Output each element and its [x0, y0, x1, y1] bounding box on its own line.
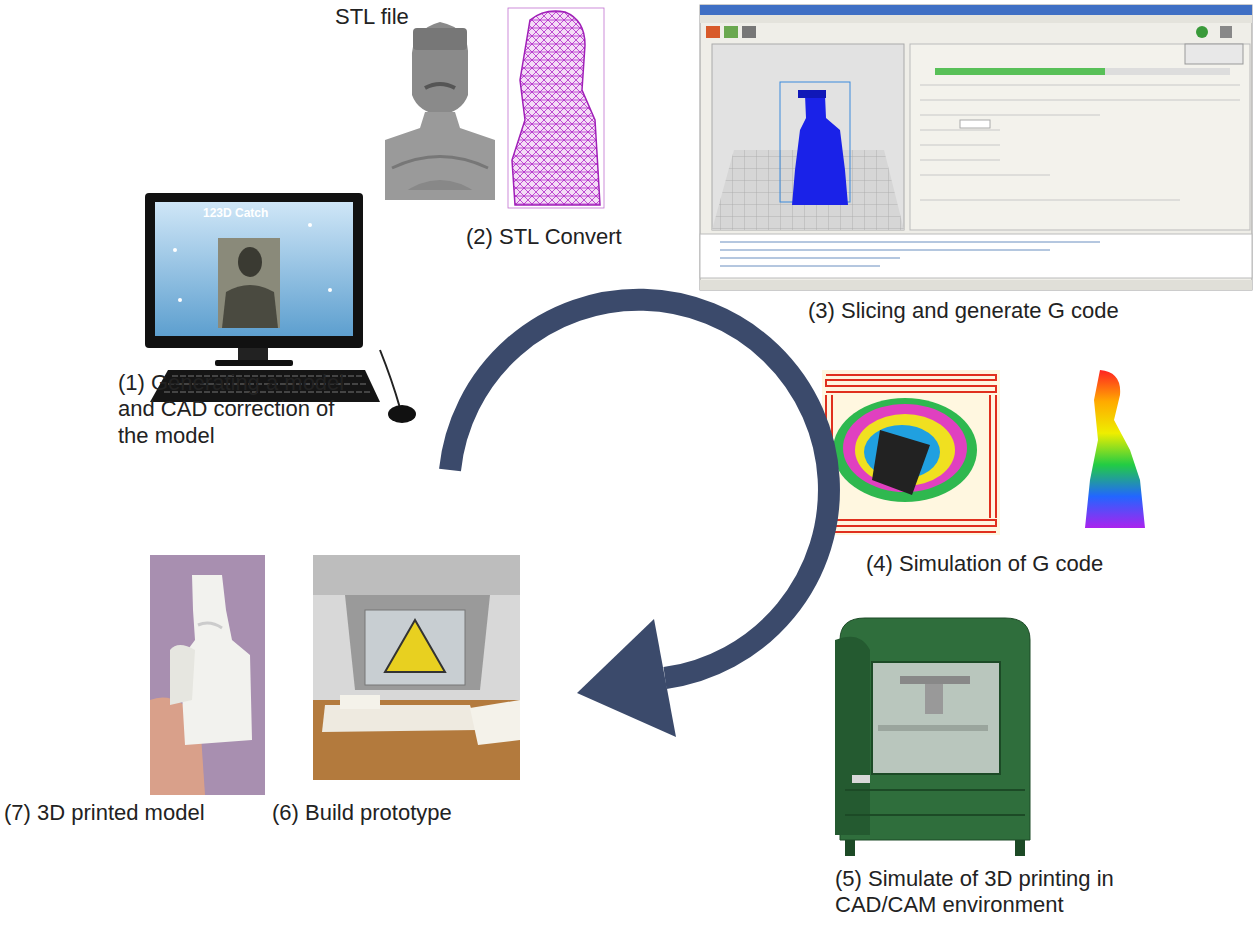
- illustration-part: [845, 790, 1025, 815]
- illustration-part: [385, 112, 495, 190]
- illustration-part: [835, 637, 870, 835]
- step-label: (3) Slicing and generate G code: [808, 298, 1119, 324]
- illustration-part: [706, 26, 720, 38]
- illustration-part: [385, 190, 495, 200]
- illustration-part: [380, 350, 400, 408]
- illustration-part: [425, 84, 455, 88]
- illustration-part: [910, 44, 1250, 230]
- step-label: (4) Simulation of G code: [866, 551, 1103, 577]
- illustration-part: [313, 700, 520, 780]
- illustration-part: [826, 395, 996, 518]
- illustration-part: [345, 595, 490, 690]
- illustration-part: [700, 5, 1252, 290]
- slicer-screenshot: [700, 5, 1252, 290]
- illustration-part: [178, 298, 182, 302]
- printed-model-photo: [150, 555, 265, 795]
- illustration-part: [470, 700, 520, 745]
- illustration-part: [308, 223, 312, 227]
- illustration-part: [920, 85, 1240, 200]
- illustration-part: [925, 684, 943, 714]
- illustration-part: [1015, 840, 1025, 856]
- illustration-part: [577, 619, 676, 737]
- illustration-part: [385, 620, 445, 672]
- illustration-part: [413, 28, 467, 50]
- illustration-part: [935, 68, 1105, 75]
- illustration-part: [1085, 370, 1145, 528]
- illustration-part: [198, 623, 222, 628]
- printer-cabinet: [835, 618, 1030, 856]
- illustration-part: [1185, 44, 1243, 64]
- illustration-part: [798, 90, 826, 98]
- illustration-part: [826, 375, 996, 532]
- illustration-part: [1105, 68, 1230, 75]
- illustration-part: [792, 91, 848, 206]
- illustration-part: [700, 15, 1252, 23]
- illustration-part: [218, 238, 280, 328]
- illustration-part: [155, 202, 353, 336]
- gcode-simulation: [822, 370, 1145, 535]
- illustration-part: [322, 705, 478, 732]
- illustration-part: [340, 695, 380, 709]
- illustration-part: [365, 610, 465, 685]
- illustration-part: [508, 8, 604, 208]
- illustration-part: [238, 348, 268, 362]
- illustration-part: [328, 288, 332, 292]
- illustration-part: [512, 11, 600, 205]
- illustration-part: [412, 22, 468, 115]
- stl-mesh: [508, 8, 604, 208]
- build-photo: [313, 555, 520, 780]
- illustration-part: [900, 676, 970, 684]
- illustration-part: [170, 645, 195, 705]
- illustration-part: [700, 280, 1252, 290]
- illustration-part: [388, 405, 416, 423]
- illustration-part: [700, 234, 1252, 278]
- illustration-part: [238, 247, 262, 277]
- image-label: STL file: [335, 4, 409, 30]
- illustration-part: [173, 248, 177, 252]
- illustration-part: [313, 555, 520, 595]
- illustration-part: [833, 398, 977, 502]
- step-label: (7) 3D printed model: [4, 800, 205, 826]
- step-label: (1) Generating a model and CAD correctio…: [118, 370, 363, 449]
- step-label: (2) STL Convert: [466, 224, 622, 250]
- illustration-part: [700, 5, 1252, 15]
- illustration-part: [215, 360, 293, 366]
- illustration-part: [845, 840, 855, 856]
- illustration-part: [450, 300, 829, 678]
- illustration-part: [1196, 26, 1208, 38]
- illustration-part: [712, 44, 904, 230]
- illustration-part: [872, 662, 1000, 774]
- screen-title: 123D Catch: [203, 206, 268, 220]
- illustration-part: [724, 26, 738, 38]
- illustration-part: [720, 242, 1100, 266]
- illustration-part: [878, 725, 988, 731]
- illustration-part: [145, 193, 363, 348]
- step-label: (6) Build prototype: [272, 800, 452, 826]
- illustration-part: [392, 157, 488, 169]
- illustration-part: [872, 430, 930, 495]
- illustration-part: [150, 555, 265, 795]
- step-label: (5) Simulate of 3D printing in CAD/CAM e…: [835, 866, 1140, 919]
- illustration-part: [852, 775, 870, 783]
- stl-bust: [385, 22, 495, 200]
- illustration-part: [742, 26, 756, 38]
- illustration-part: [1220, 26, 1232, 38]
- illustration-part: [960, 120, 990, 128]
- illustration-part: [313, 555, 520, 780]
- illustration-part: [822, 370, 1000, 535]
- illustration-part: [222, 285, 278, 328]
- cycle-arrow: [450, 300, 829, 737]
